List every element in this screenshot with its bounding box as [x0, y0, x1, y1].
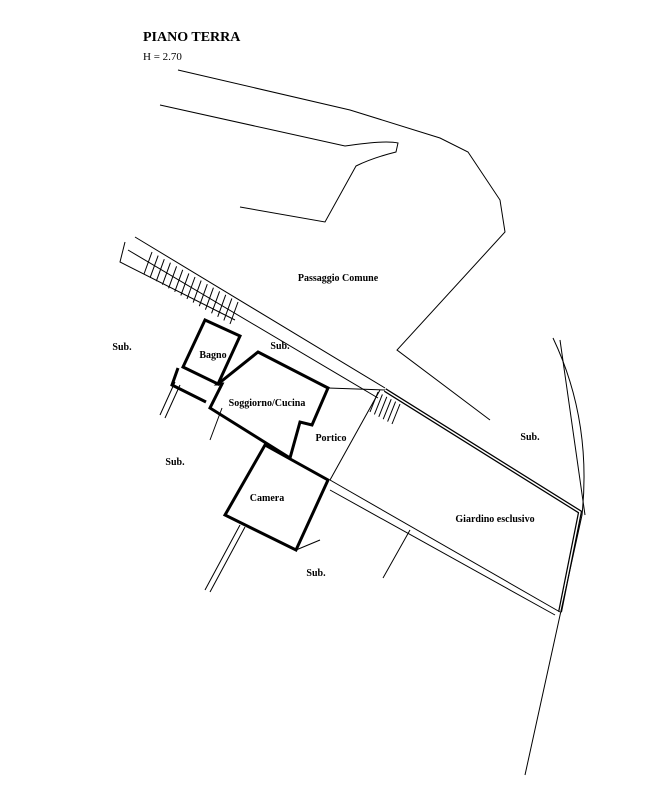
- label-passaggio-comune: Passaggio Comune: [298, 273, 379, 284]
- label-camera: Camera: [250, 493, 284, 504]
- label-sub-right: Sub.: [520, 432, 540, 443]
- garden-wall: [383, 388, 583, 613]
- label-sub-bottom: Sub.: [306, 568, 326, 579]
- neighbour-lines: [159, 381, 411, 593]
- stair-band: [119, 236, 386, 399]
- label-sub-mid-left: Sub.: [165, 457, 185, 468]
- label-soggiorno-cucina: Soggiorno/Cucina: [229, 398, 306, 409]
- ceiling-height: H = 2.70: [143, 51, 182, 63]
- label-bagno: Bagno: [199, 350, 226, 361]
- driveway: [159, 104, 399, 223]
- staircase-icon: [143, 251, 239, 325]
- garden-boundary: [329, 489, 556, 616]
- label-portico: Portico: [315, 433, 346, 444]
- passage-boundary: [177, 69, 506, 421]
- portico-column: [329, 389, 381, 481]
- plan-title: PIANO TERRA: [143, 30, 241, 45]
- right-boundary: [524, 337, 585, 776]
- label-sub-top: Sub.: [270, 341, 290, 352]
- garden-boundary: [329, 479, 561, 613]
- label-sub-left: Sub.: [112, 342, 132, 353]
- label-giardino-esclusivo: Giardino esclusivo: [455, 514, 534, 525]
